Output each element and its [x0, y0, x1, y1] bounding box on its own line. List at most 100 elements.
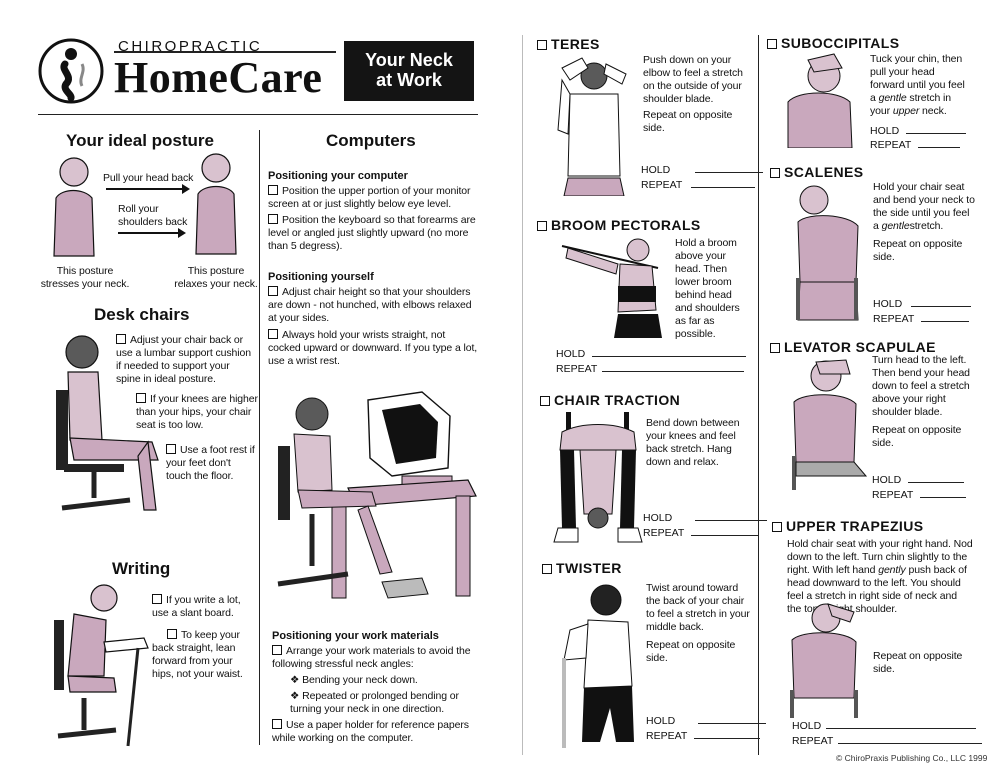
repeat-blank[interactable]: [837, 734, 982, 744]
checkbox-icon: [152, 594, 162, 604]
chair-title-text: CHAIR TRACTION: [554, 392, 681, 408]
repeat-label: REPEAT: [641, 179, 683, 191]
computers-sec3-item2: Use a paper holder for reference papers …: [272, 719, 477, 745]
chair-title: CHAIR TRACTION: [540, 392, 680, 408]
scalenes-hold: HOLD: [873, 297, 972, 312]
subocc-text-em2: upper: [892, 105, 920, 117]
subocc-title: SUBOCCIPITALS: [767, 35, 900, 51]
scalenes-text: Hold your chair seat and bend your neck …: [873, 181, 977, 233]
repeat-label: REPEAT: [870, 139, 912, 151]
hold-blank[interactable]: [826, 719, 977, 729]
twister-text: Twist around toward the back of your cha…: [646, 582, 750, 633]
computers-sec3-sub1-text: Bending your neck down.: [302, 674, 418, 686]
scalenes-note: Repeat on opposite side.: [873, 238, 963, 263]
repeat-blank[interactable]: [920, 312, 969, 322]
repeat-label: REPEAT: [872, 489, 914, 501]
twister-figure-icon: [562, 584, 634, 748]
hold-blank[interactable]: [695, 511, 768, 521]
left-caption-line-1: This posture: [56, 265, 114, 277]
checkbox-icon: [268, 329, 278, 339]
scalenes-title: SCALENES: [770, 164, 863, 180]
teres-title-text: TERES: [551, 36, 600, 52]
computers-sec3-sub2-text: Repeated or prolonged bending or turning…: [290, 690, 459, 715]
trap-hold: HOLD: [792, 719, 977, 734]
scalenes-repeat: REPEAT: [873, 312, 969, 327]
teres-note: Repeat on opposite side.: [643, 109, 733, 134]
computer-workstation-figure-icon: [277, 391, 477, 599]
repeat-label: REPEAT: [556, 363, 598, 375]
computers-sec1-item2-text: Position the keyboard so that forearms a…: [268, 214, 476, 252]
subocc-hold: HOLD: [870, 124, 967, 139]
teres-repeat: REPEAT: [641, 178, 755, 193]
writing-item-1: If you write a lot, use a slant board.: [152, 594, 256, 620]
teres-text: Push down on your elbow to feel a stretc…: [643, 54, 743, 105]
hold-blank[interactable]: [908, 473, 965, 483]
checkbox-icon: [116, 334, 126, 344]
repeat-blank[interactable]: [693, 729, 760, 739]
computers-sec3-sub1: ❖ Bending your neck down.: [290, 674, 475, 687]
repeat-blank[interactable]: [919, 488, 966, 498]
subocc-text-em1: gentle: [878, 92, 907, 104]
desk-item-1-text: Adjust your chair back or use a lumbar s…: [116, 334, 251, 385]
computers-sec3-item2-text: Use a paper holder for reference papers …: [272, 719, 469, 744]
trap-title: UPPER TRAPEZIUS: [772, 518, 923, 534]
brand-kicker: CHIROPRACTIC: [118, 38, 263, 55]
computers-sec2-item1-text: Adjust chair height so that your shoulde…: [268, 286, 472, 324]
chair-repeat: REPEAT: [643, 526, 759, 541]
twister-hold: HOLD: [646, 714, 767, 729]
broom-title-text: BROOM PECTORALS: [551, 217, 701, 233]
twister-title-text: TWISTER: [556, 560, 622, 576]
computers-sec1-title: Positioning your computer: [268, 170, 408, 182]
levator-scapulae-figure-icon: [792, 359, 868, 490]
hold-label: HOLD: [643, 512, 673, 524]
computers-sec1-item2: Position the keyboard so that forearms a…: [268, 214, 478, 253]
arrow-1-icon: [106, 188, 184, 190]
computers-title: Computers: [326, 131, 416, 150]
writing-figure-icon: [54, 584, 149, 747]
repeat-blank[interactable]: [601, 362, 744, 372]
chair-text: Bend down between your knees and feel ba…: [646, 417, 740, 468]
computers-sec2-item1: Adjust chair height so that your shoulde…: [268, 286, 478, 325]
levator-note: Repeat on opposite side.: [872, 424, 962, 449]
writing-item-2-text: To keep your back straight, lean forward…: [152, 629, 243, 680]
header-bottom-rule: [38, 114, 478, 116]
hold-blank[interactable]: [695, 163, 764, 173]
hold-blank[interactable]: [911, 297, 972, 307]
header-rule: [114, 51, 336, 53]
hold-label: HOLD: [792, 720, 822, 732]
levator-title-text: LEVATOR SCAPULAE: [784, 339, 936, 355]
right-caption-line-1: This posture: [187, 265, 245, 277]
hold-label: HOLD: [556, 348, 586, 360]
twister-note: Repeat on opposite side.: [646, 639, 736, 664]
repeat-label: REPEAT: [792, 735, 834, 747]
levator-repeat: REPEAT: [872, 488, 966, 503]
teres-title: TERES: [537, 36, 600, 52]
checkbox-icon: [268, 185, 278, 195]
scalenes-text-a: Hold your chair seat and bend your neck …: [873, 181, 975, 232]
trap-title-text: UPPER TRAPEZIUS: [786, 518, 924, 534]
right-caption: This posture relaxes your neck.: [174, 265, 258, 291]
desk-item-1: Adjust your chair back or use a lumbar s…: [116, 334, 256, 386]
repeat-label: REPEAT: [646, 730, 688, 742]
subocc-repeat: REPEAT: [870, 138, 960, 153]
title-badge: Your Neck at Work: [344, 41, 474, 101]
scalenes-text-b: stretch.: [909, 220, 944, 232]
desk-item-2-text: If your knees are higher than your hips,…: [136, 393, 258, 431]
repeat-blank[interactable]: [690, 526, 759, 536]
arrow-label-1: Pull your head back: [103, 172, 194, 184]
checkbox-icon: [537, 221, 547, 231]
checkbox-icon: [770, 343, 780, 353]
hold-blank[interactable]: [592, 347, 747, 357]
broom-stretch-figure-icon: [561, 238, 662, 338]
chair-traction-figure-icon: [553, 412, 643, 543]
badge-line-1: Your Neck: [365, 50, 453, 70]
hold-blank[interactable]: [906, 124, 967, 134]
checkbox-icon: [136, 393, 146, 403]
levator-title: LEVATOR SCAPULAE: [770, 339, 936, 355]
repeat-blank[interactable]: [690, 178, 755, 188]
hold-blank[interactable]: [698, 714, 767, 724]
repeat-blank[interactable]: [917, 138, 960, 148]
right-caption-line-2: relaxes your neck.: [174, 278, 258, 290]
teres-hold: HOLD: [641, 163, 764, 178]
scalenes-figure-icon: [796, 185, 859, 321]
